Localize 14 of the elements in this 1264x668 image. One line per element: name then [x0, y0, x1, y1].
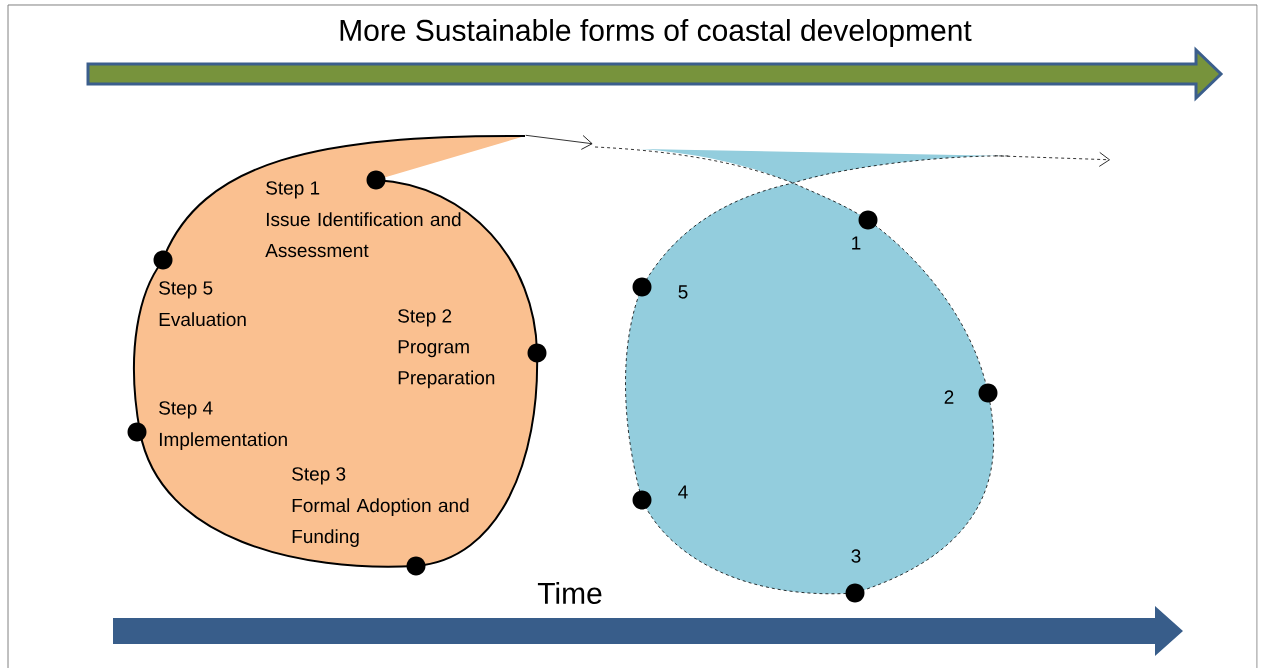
arrow — [525, 134, 593, 150]
step-heading: Step 4 — [159, 401, 213, 419]
step-label: Program Preparation — [398, 340, 495, 389]
step-label: Evaluation — [159, 312, 246, 327]
axis-label: More Sustainable forms of coastal development — [340, 19, 972, 47]
axis-label: Time — [537, 582, 602, 604]
step-label: Issue Identification and Assessment — [265, 212, 461, 258]
step-label: Implementation — [159, 432, 287, 450]
step-label: Formal Adoption and Funding — [292, 498, 469, 547]
step-heading: Step 2 — [398, 309, 452, 327]
step-heading: Step 3 — [292, 467, 346, 485]
step-heading: Step 5 — [159, 281, 213, 299]
step-heading: Step 1 — [266, 181, 320, 199]
arrow — [994, 152, 1110, 167]
